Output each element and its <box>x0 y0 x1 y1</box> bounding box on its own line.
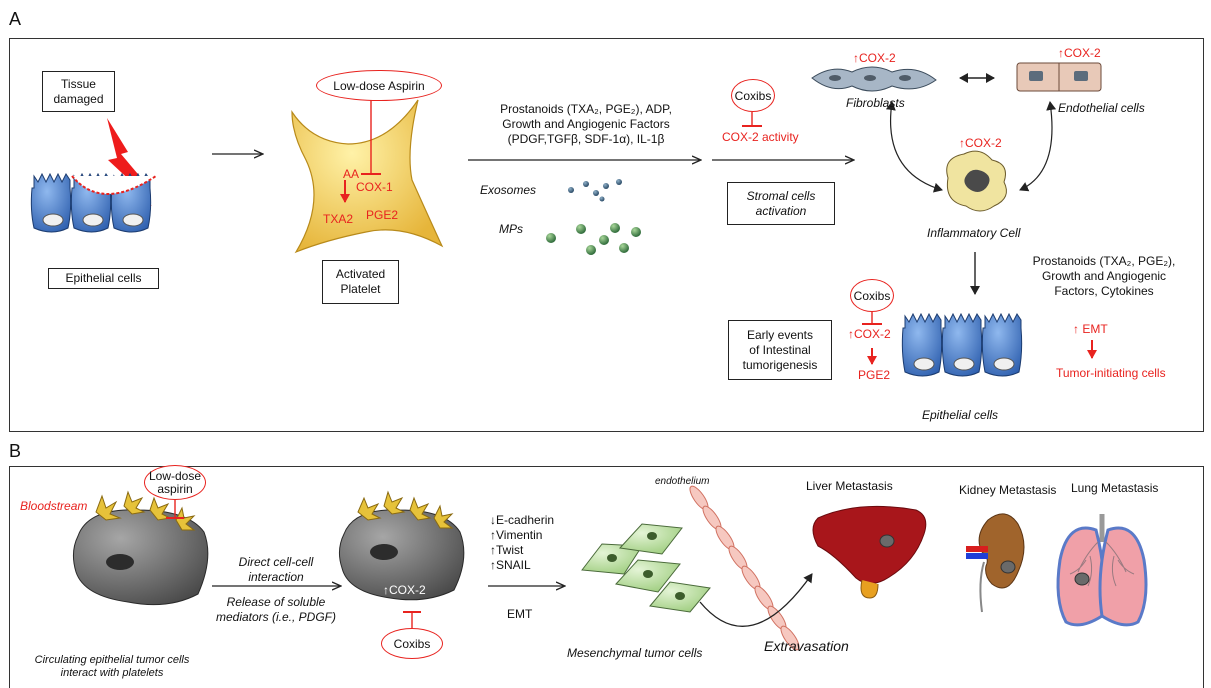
coxibs-top-oval: Coxibs <box>731 79 775 112</box>
coxibs-b-oval: Coxibs <box>381 628 443 659</box>
fibroblasts-illustration <box>811 66 937 92</box>
aa-label: AA <box>343 167 360 181</box>
liver-metastasis-label: Liver Metastasis <box>806 479 893 493</box>
pge2-bottom-label: PGE2 <box>858 368 891 382</box>
activated-tumor-cell-illustration <box>338 490 465 601</box>
panel-a-frame <box>9 38 1204 432</box>
early-events-label: Early events of Intestinal tumorigenesis <box>728 320 832 380</box>
activated-platelet-illustration <box>291 99 444 254</box>
cox2-activity-label: COX-2 activity <box>722 130 799 144</box>
prostanoids-line3: (PDGF,TGFβ, SDF-1α), IL-1β <box>507 132 665 146</box>
marker-vimentin: ↑Vimentin <box>490 528 543 542</box>
prostanoids2-line1: Prostanoids (TXA₂, PGE₂), <box>1032 254 1176 268</box>
cox1-label: COX-1 <box>356 180 393 194</box>
prostanoids-line2: Growth and Angiogenic Factors <box>502 117 670 131</box>
microparticles-dots <box>546 223 641 255</box>
release-mediators-label: Release of soluble mediators (i.e., PDGF… <box>215 595 337 624</box>
coxibs-mid-oval: Coxibs <box>850 279 894 312</box>
inflammatory-cell-label: Inflammatory Cell <box>927 226 1021 240</box>
emt-up-label: ↑ EMT <box>1073 322 1108 336</box>
marker-twist: ↑Twist <box>490 543 524 557</box>
cox2-up-label: ↑COX-2 <box>848 327 891 341</box>
extravasation-label: Extravasation <box>764 638 849 654</box>
activated-platelet-label: Activated Platelet <box>322 260 399 304</box>
marker-e-cadherin: ↓E-cadherin <box>490 513 555 527</box>
mesenchymal-label: Mesenchymal tumor cells <box>567 646 703 660</box>
bloodstream-label: Bloodstream <box>20 499 88 513</box>
tissue-damaged-label: Tissue damaged <box>42 71 115 112</box>
kidney-illustration <box>966 513 1025 613</box>
mps-label: MPs <box>499 222 523 236</box>
lungs-illustration <box>1056 514 1148 627</box>
prostanoids2-line3: Factors, Cytokines <box>1054 284 1154 298</box>
inflammatory-cox2-label: ↑COX-2 <box>959 136 1002 150</box>
low-dose-aspirin-b-oval: Low-dose aspirin <box>144 465 206 500</box>
cox2-b-label: ↑COX-2 <box>383 583 426 597</box>
kidney-metastasis-label: Kidney Metastasis <box>959 483 1057 497</box>
epithelial-cells-illustration <box>30 172 157 233</box>
circulating-tumor-cell-illustration <box>72 490 209 606</box>
circulating-cells-label: Circulating epithelial tumor cells inter… <box>34 654 190 679</box>
fibroblasts-cox2-label: ↑COX-2 <box>853 51 896 65</box>
inflammatory-cell-illustration <box>946 150 1007 212</box>
tumor-initiating-label: Tumor-initiating cells <box>1056 366 1166 380</box>
epithelial-cells-bottom-label: Epithelial cells <box>922 408 999 422</box>
endothelium-illustration <box>689 485 800 651</box>
fibroblasts-label: Fibroblasts <box>846 96 905 110</box>
stromal-activation-label: Stromal cells activation <box>727 182 835 225</box>
endothelium-label: endothelium <box>655 476 710 487</box>
prostanoids2-line2: Growth and Angiogenic <box>1041 269 1167 283</box>
exosomes-dots <box>568 179 622 202</box>
endothelial-cells-illustration <box>1016 62 1102 92</box>
prostanoids-line1: Prostanoids (TXA₂, PGE₂), ADP, <box>500 102 672 116</box>
epithelial-cells-bottom-illustration <box>901 312 1023 377</box>
low-dose-aspirin-oval: Low-dose Aspirin <box>316 70 442 101</box>
direct-interaction-label: Direct cell-cell interaction <box>238 555 314 584</box>
endothelial-cells-label: Endothelial cells <box>1058 101 1145 115</box>
panel-b-label: B <box>9 441 22 461</box>
txa2-label: TXA2 <box>323 212 354 226</box>
lung-metastasis-label: Lung Metastasis <box>1071 481 1159 495</box>
marker-snail: ↑SNAIL <box>490 558 531 572</box>
liver-illustration <box>812 505 927 599</box>
pge2-platelet-label: PGE2 <box>366 208 399 222</box>
endothelial-cox2-label: ↑COX-2 <box>1058 46 1101 60</box>
mesenchymal-cells-illustration <box>581 523 711 613</box>
panel-a-label: A <box>9 9 22 29</box>
panel-b-frame <box>9 466 1204 688</box>
exosomes-label: Exosomes <box>480 183 537 197</box>
epithelial-cells-label: Epithelial cells <box>48 268 159 289</box>
emt-b-label: EMT <box>507 607 533 621</box>
